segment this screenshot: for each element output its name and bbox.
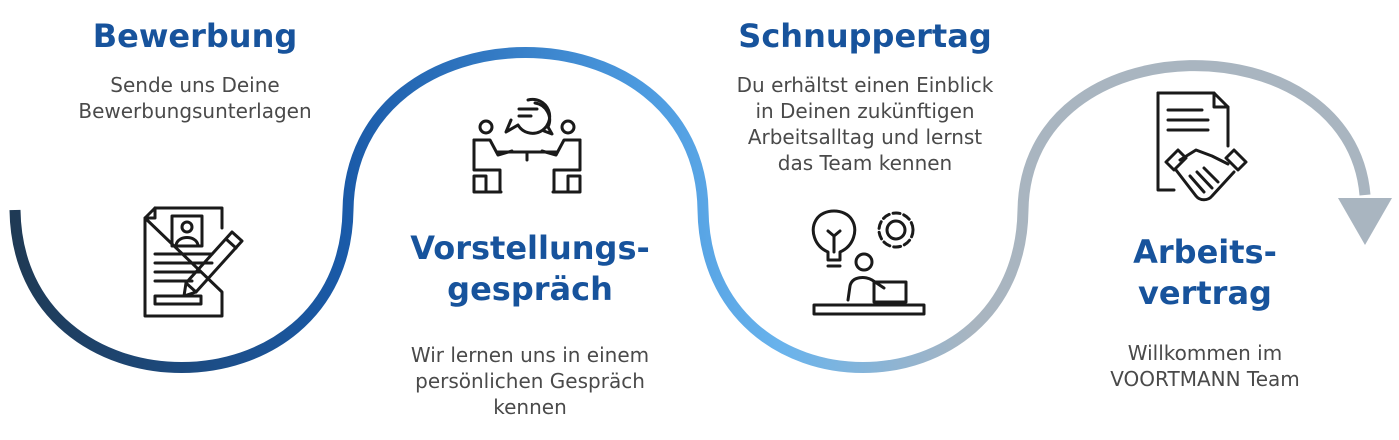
interview-conversation-icon [472,97,582,194]
step-description-line: Willkommen im [1127,341,1283,365]
step-title-line: Arbeits- [1133,233,1277,271]
step-title-line: Vorstellungs- [410,229,650,267]
step-description-line: kennen [493,395,567,419]
step-title: Arbeits- vertrag [1105,232,1305,314]
step-description-line: Du erhältst einen Einblick [736,73,994,97]
step-description-line: das Team kennen [777,151,953,175]
step-description: Du erhältst einen Einblick in Deinen zuk… [705,72,1025,176]
step-title-line: Schnuppertag [738,17,992,55]
step-title: Schnuppertag [725,16,1005,57]
contract-handshake-icon [1156,91,1248,202]
step-description: Willkommen im VOORTMANN Team [1065,340,1345,392]
step-description-line: Arbeitsalltag und lernst [747,125,983,149]
step-title-line: Bewerbung [92,17,298,55]
step-description-line: in Deinen zukünftigen [755,99,975,123]
step-description-line: Sende uns Deine [110,73,280,97]
step-title-line: gespräch [447,270,613,308]
application-form-pencil-icon [143,206,244,318]
step-title: Bewerbung [90,16,300,57]
process-path [9,47,1392,373]
step-description: Sende uns Deine Bewerbungsunterlagen [35,72,355,124]
arrow-head-icon [1338,198,1392,245]
step-title: Vorstellungs- gespräch [385,228,675,310]
step-description-line: persönlichen Gespräch [415,369,645,393]
step-description-line: Bewerbungsunterlagen [78,99,312,123]
step-title-line: vertrag [1138,274,1272,312]
step-description-line: VOORTMANN Team [1110,367,1300,391]
step-description: Wir lernen uns in einem persönlichen Ges… [375,342,685,420]
process-path-line [9,47,1371,373]
step-description-line: Wir lernen uns in einem [410,343,650,367]
idea-gear-laptop-icon [811,209,926,316]
